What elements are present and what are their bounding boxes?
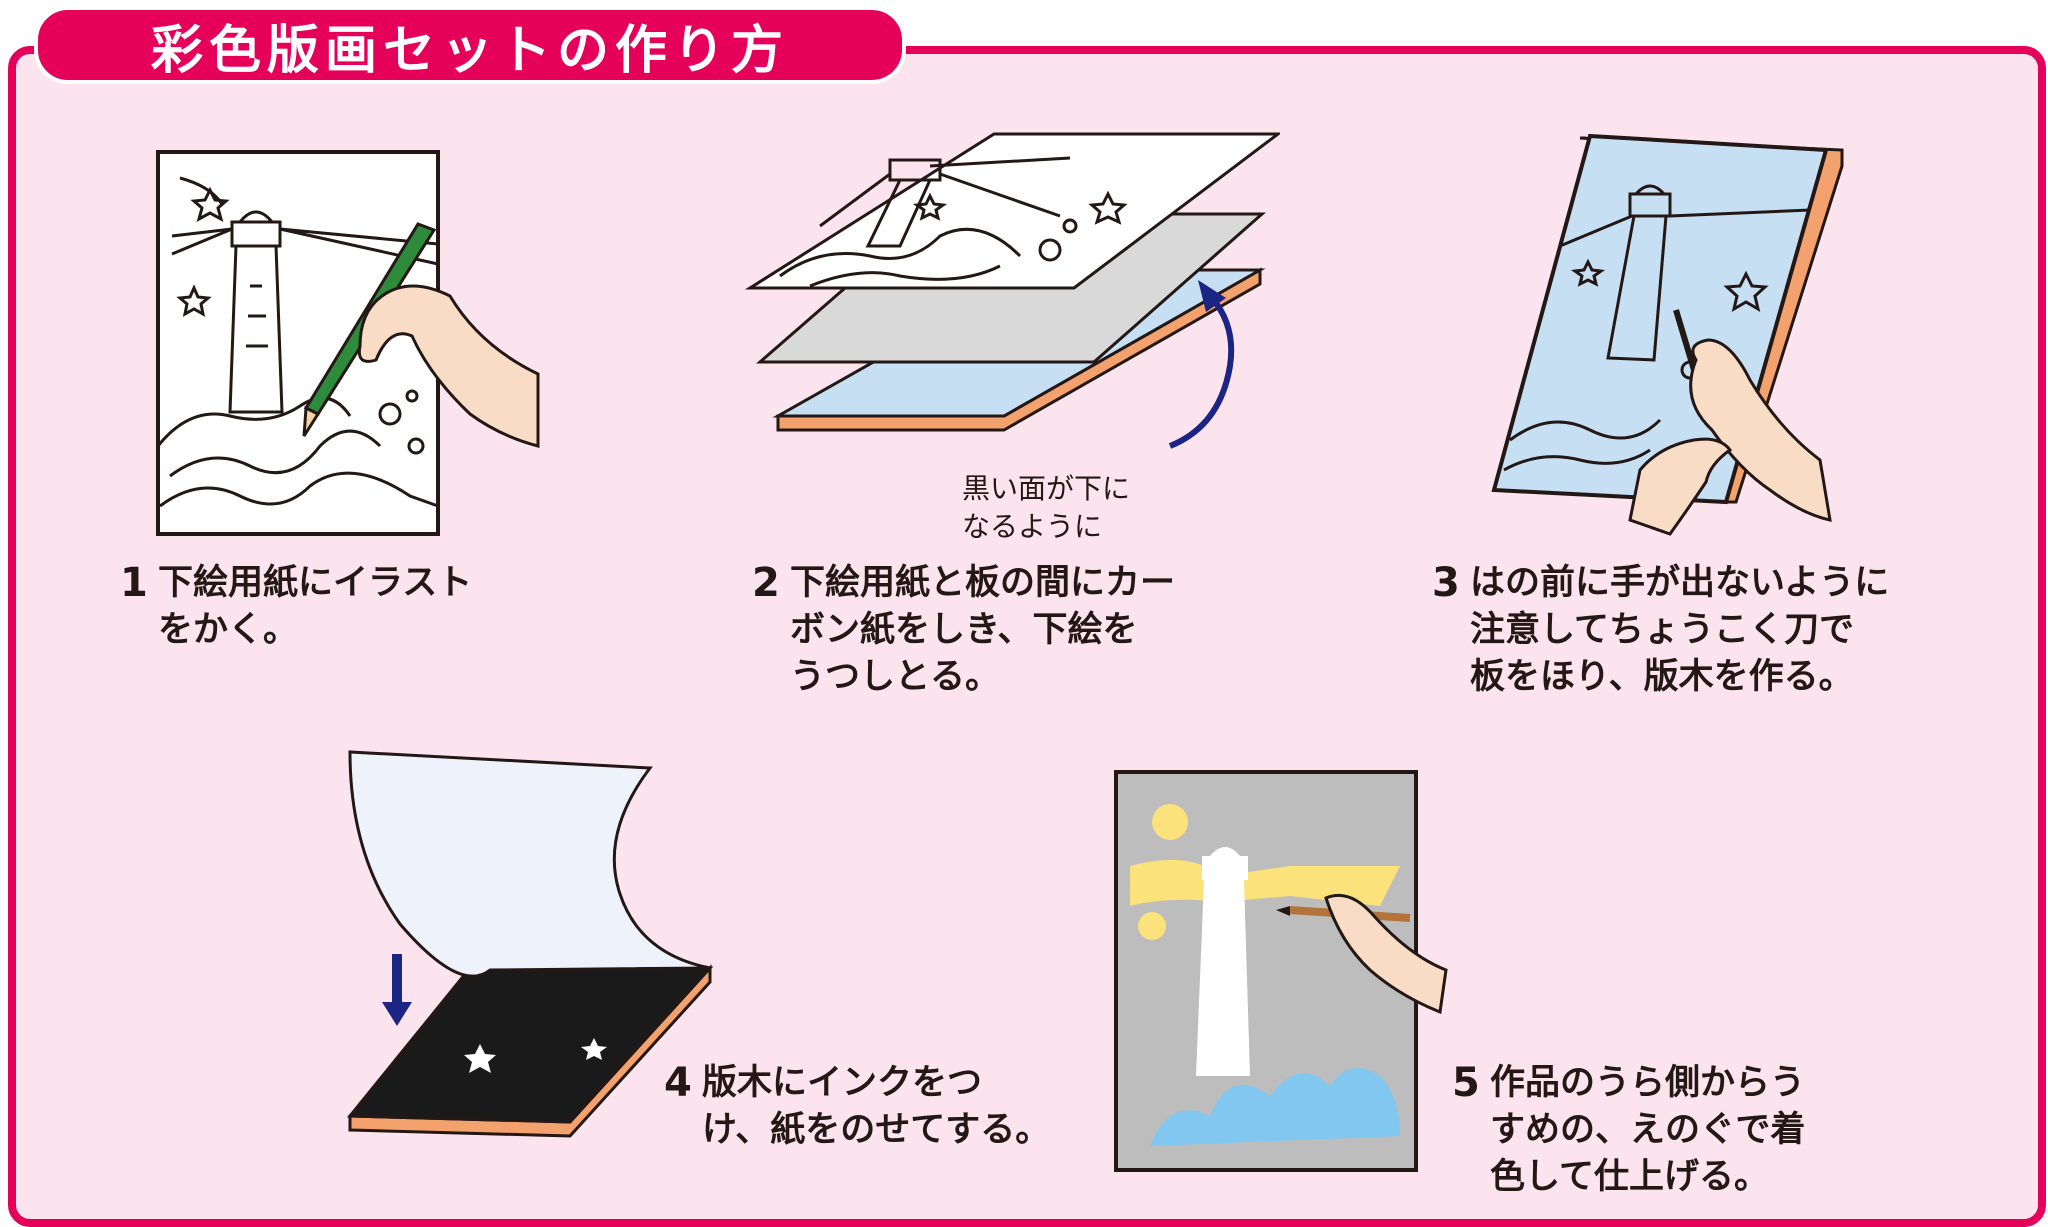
curved-arrow-head	[1198, 280, 1226, 312]
illustration-step-5	[1114, 770, 1448, 1172]
lighthouse-icon	[1559, 184, 1811, 362]
down-arrow-icon	[382, 954, 412, 1026]
yellow-star-paint	[1138, 912, 1166, 940]
hand-icon	[1628, 437, 1733, 536]
star-icon	[581, 1038, 607, 1060]
hand-icon	[357, 284, 540, 448]
yellow-star-paint	[1152, 804, 1188, 840]
illustration-step-4	[346, 750, 714, 1138]
star-icon	[1088, 190, 1128, 225]
print-paper	[348, 750, 711, 978]
illustration-step-1	[156, 150, 540, 536]
sketch-paper	[744, 132, 1280, 290]
note-black-face-down: 黒い面が下に なるように	[962, 472, 1131, 543]
page-title: 彩色版画セットの作り方	[150, 20, 789, 81]
star-icon	[1570, 258, 1606, 287]
wave-icon	[1150, 1068, 1400, 1146]
carving-knife-icon	[1673, 309, 1697, 371]
lighthouse-icon	[1196, 847, 1250, 1076]
star-icon	[912, 192, 948, 221]
star-icon	[190, 186, 230, 223]
illustration-step-3	[1491, 133, 1844, 536]
lighthouse-icon	[171, 210, 439, 414]
hand-icon	[1689, 338, 1832, 522]
inked-block	[346, 966, 714, 1124]
hand-icon	[1324, 893, 1448, 1015]
title-tab: 彩色版画セットの作り方	[34, 6, 906, 84]
star-icon	[464, 1044, 496, 1073]
star-icon	[1723, 270, 1769, 313]
sketch-paper	[156, 150, 440, 536]
curved-arrow-icon	[1168, 296, 1235, 449]
illustration-step-2	[744, 132, 1280, 449]
star-icon	[176, 284, 212, 317]
brush-tip	[1276, 906, 1290, 916]
